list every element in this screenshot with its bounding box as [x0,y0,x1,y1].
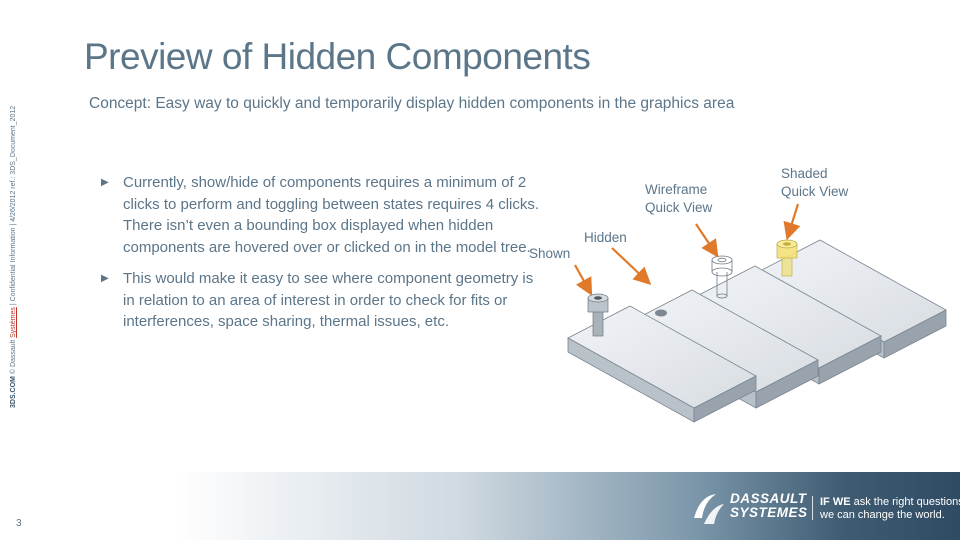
sidebar-rest: | Confidential Information | 4/26/2012 r… [10,105,17,308]
bullet-text: Currently, show/hide of components requi… [123,174,540,256]
label-wireframe-line2: Quick View [645,200,713,215]
sidebar-copyright-text: © Dassault [10,337,17,377]
page-number: 3 [16,518,22,529]
arrow-shown [574,264,593,296]
dassault-logo: DASSAULT SYSTEMES IF WE ask the right qu… [690,488,960,528]
slide-title: Preview of Hidden Components [84,36,591,77]
bolt-wireframe [711,255,733,299]
label-shown: Shown [529,246,571,261]
label-shaded-line2: Quick View [781,184,849,199]
bullet-item: ▶ Currently, show/hide of components req… [101,172,541,258]
bullet-list: ▶ Currently, show/hide of components req… [101,172,541,343]
slide-subtitle: Concept: Easy way to quickly and tempora… [89,95,735,112]
sidebar-copyright: 3DS.COM © Dassault Systèmes | Confidenti… [10,106,17,408]
callout-arrows [574,203,801,296]
logo-wordmark: DASSAULT SYSTEMES [730,492,808,520]
plates-figure: Shown Hidden Wireframe Quick View Shaded… [520,160,960,430]
label-wireframe-line1: Wireframe [645,182,708,197]
footer-band [0,472,960,540]
bullet-arrow-icon: ▶ [101,273,109,284]
tagline-bold: IF WE [820,496,851,508]
bolt-shown [587,293,609,337]
arrow-shaded [783,203,801,241]
3ds-logo-icon [694,494,724,524]
arrow-wireframe [695,223,719,258]
tagline-line1: ask the right questions [850,496,960,508]
bolt-shaded [776,239,798,277]
logo-divider [812,496,813,520]
plates-illustration [567,203,947,423]
label-wireframe: Wireframe Quick View [645,181,712,217]
logo-line2: SYSTEMES [730,505,808,520]
bullet-item: ▶ This would make it easy to see where c… [101,268,541,333]
logo-line1: DASSAULT [730,491,807,506]
plate-shown [567,305,757,423]
arrow-hidden [611,247,652,286]
label-hidden: Hidden [584,230,627,245]
logo-tagline: IF WE ask the right questions we can cha… [820,496,960,522]
label-shaded-line1: Shaded [781,166,828,181]
sidebar-link[interactable]: Systèmes [10,307,17,338]
label-shaded: Shaded Quick View [781,165,848,201]
bullet-arrow-icon: ▶ [101,177,109,188]
sidebar-brand: 3DS.COM [10,376,17,408]
tagline-line2: we can change the world. [820,509,945,521]
bullet-text: This would make it easy to see where com… [123,270,534,330]
